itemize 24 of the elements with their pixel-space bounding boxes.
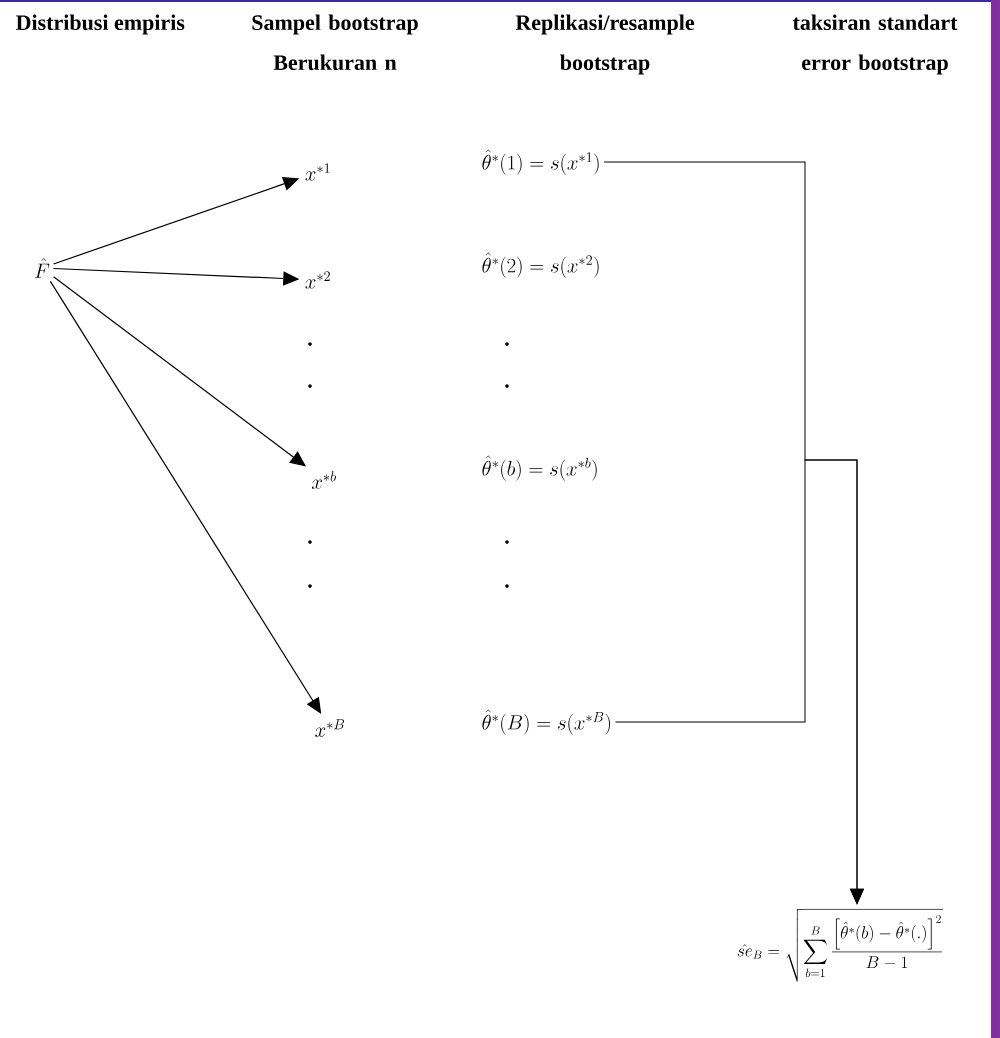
formula: $x^{*B}$ [315, 719, 345, 737]
ellipsis-dot: . [505, 342, 509, 346]
formula: $\hat{\theta}^{*}(B) = s(x^{*B})$ [482, 709, 610, 735]
ellipsis-dot: . [505, 384, 509, 388]
column-heading: Replikasi/resample bootstrap [515, 14, 695, 75]
arrow [49, 280, 322, 714]
formula: $x^{*b}$ [311, 471, 336, 489]
formula: $\hat{\theta}^{*}(1) = s(x^{*1})$ [482, 149, 599, 175]
formula: $\hat{\theta}^{*}(b) = s(x^{*b})$ [482, 455, 597, 481]
column-heading: taksiran standart error bootstrap [792, 14, 958, 75]
formula: $\hat{\theta}^{*}(2) = s(x^{*2})$ [482, 252, 599, 278]
column-heading: Sampel bootstrap Berukuran n [252, 14, 418, 71]
formula: $\hat{F}$ [34, 258, 50, 278]
ellipsis-dot: . [505, 584, 509, 588]
ellipsis-dot: . [505, 540, 509, 544]
formula: $\hat{se}_{B} = \sqrt{\sum_{b=1}^{B} \frac{\left[\hat{\theta}^{*}(b) - \hat{\theta}^{*}(.)\right]^{2}}{B-1}}$ [737, 909, 944, 982]
bracket-arrow [615, 459, 864, 904]
ellipsis-dot: . [308, 540, 312, 544]
column-heading: Distribusi empiris [16, 14, 185, 35]
ellipsis-dot: . [308, 384, 312, 388]
formula: $x^{*1}$ [305, 163, 330, 181]
ellipsis-dot: . [308, 584, 312, 588]
formula: $x^{*2}$ [305, 271, 330, 289]
ellipsis-dot: . [308, 342, 312, 346]
